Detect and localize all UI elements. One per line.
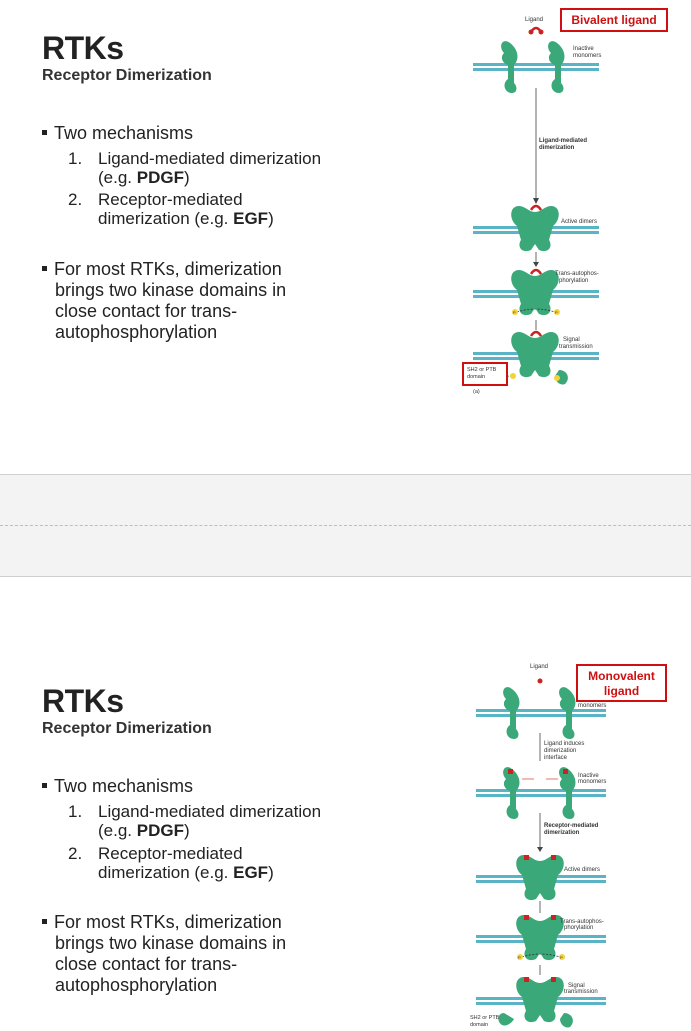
list-item-2: 2. Receptor-mediated dimerization (e.g. … [68,844,274,882]
slide-1: RTKs Receptor Dimerization Two mechanism… [0,0,691,474]
svg-text:Signal: Signal [563,337,580,343]
bullet-square-icon [42,782,47,788]
sh2-callout-box [462,362,508,386]
bullet-two-mechanisms: Two mechanisms [42,123,193,144]
bullet-square-icon [42,265,47,271]
svg-text:Ligand-mediated: Ligand-mediated [539,138,587,144]
svg-text:domain: domain [467,374,485,380]
svg-text:phorylation: phorylation [564,925,593,931]
svg-text:Ligand induces: Ligand induces [544,741,584,747]
phosphate-icon [512,309,518,315]
svg-text:dimerization: dimerization [544,748,576,754]
divider [0,525,691,526]
svg-text:monomers: monomers [578,703,606,709]
svg-text:Receptor-mediated: Receptor-mediated [544,823,599,829]
bullet-two-mechanisms: Two mechanisms [42,776,193,797]
membrane-icon [473,63,599,66]
svg-text:dimerization: dimerization [544,830,580,836]
svg-text:monomers: monomers [573,53,601,59]
slide-title: RTKs [42,683,124,719]
bullet-dimerization-cont: brings two kinase domains in close conta… [55,280,287,342]
dimerization-diagram-bivalent: Ligand Inactive monomers Ligand-mediated… [462,17,601,395]
svg-text:Active dimers: Active dimers [564,867,600,873]
bullet-dimerization: For most RTKs, dimerization [42,259,282,280]
svg-text:domain: domain [470,1022,488,1028]
list-item-2: 2. Receptor-mediated dimerization (e.g. … [68,190,274,228]
svg-text:interface: interface [544,755,568,761]
svg-text:(a): (a) [473,389,480,395]
svg-text:Trans-autophos-: Trans-autophos- [560,919,604,925]
label-ligand: Ligand [525,17,543,23]
svg-text:SH2 or PTB: SH2 or PTB [467,367,497,373]
svg-text:P: P [560,955,563,960]
receptor-monomer-icon [501,41,565,93]
monovalent-ligand-icon [537,678,543,684]
svg-text:P: P [518,955,521,960]
svg-text:phorylation: phorylation [559,278,588,284]
svg-text:Ligand: Ligand [530,664,548,670]
list-item-1: 1. Ligand-mediated dimerization (e.g. PD… [68,802,322,840]
receptor-monomer-icon [503,687,576,739]
dimerization-diagram-monovalent: Ligand Inactive monomers Ligand induces … [470,664,606,1028]
bullet-dimerization-cont: brings two kinase domains in close conta… [55,933,287,995]
svg-text:Active dimers: Active dimers [561,219,597,225]
callout-bivalent-ligand: Bivalent ligand [560,8,668,32]
membrane-icon [476,709,606,712]
receptor-dimer-icon [511,206,559,252]
svg-text:dimerization: dimerization [539,145,575,151]
slide-gap [0,474,691,577]
slide-title: RTKs [42,30,124,66]
slide-subtitle: Receptor Dimerization [42,720,212,737]
svg-text:Inactive: Inactive [573,46,594,52]
svg-text:SH2 or PTB: SH2 or PTB [470,1015,500,1021]
slide-2: RTKs Receptor Dimerization Two mechanism… [0,577,691,1031]
svg-text:P: P [555,310,558,315]
svg-text:Trans-autophos-: Trans-autophos- [555,271,599,277]
svg-text:transmission: transmission [559,344,593,350]
svg-text:transmission: transmission [564,989,598,995]
svg-text:Signal: Signal [568,983,585,989]
bullet-square-icon [42,129,47,135]
slide-subtitle: Receptor Dimerization [42,67,212,84]
svg-text:monomers: monomers [578,779,606,785]
callout-monovalent-ligand: Monovalent ligand [576,664,667,702]
bullet-dimerization: For most RTKs, dimerization [42,912,282,933]
bullet-square-icon [42,918,47,924]
svg-text:P: P [513,310,516,315]
list-item-1: 1. Ligand-mediated dimerization (e.g. PD… [68,149,322,187]
svg-text:Inactive: Inactive [578,773,599,779]
